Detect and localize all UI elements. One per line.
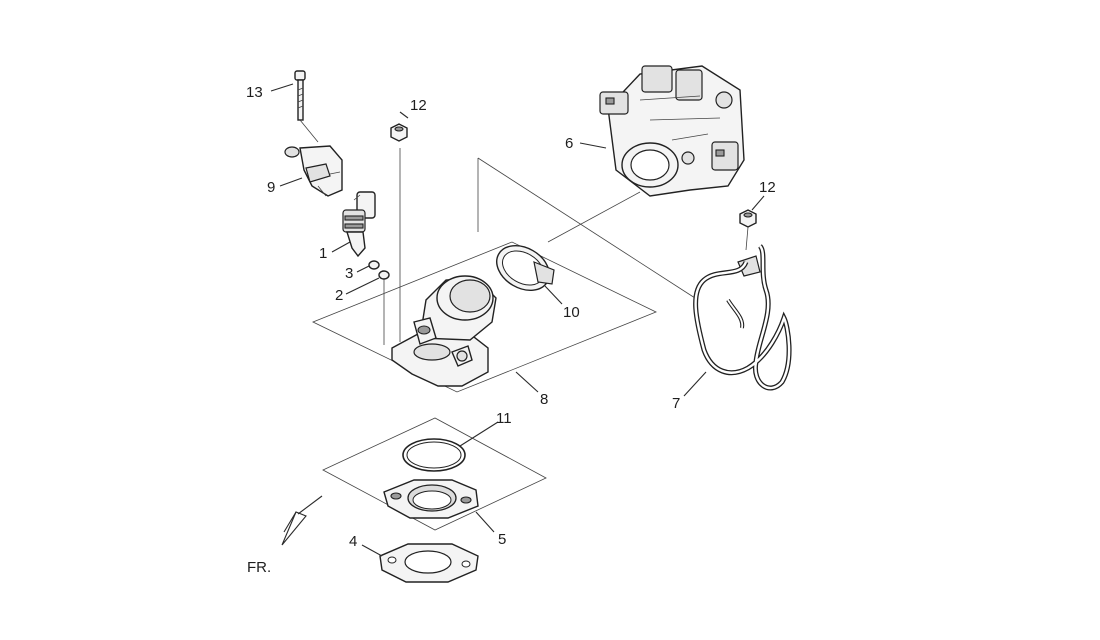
intake-manifold-8 bbox=[391, 275, 497, 387]
direction-label: FR. bbox=[247, 559, 271, 576]
callout-12-left: 12 bbox=[410, 97, 427, 114]
fuel-injector-1 bbox=[342, 191, 376, 258]
callout-11: 11 bbox=[496, 410, 512, 427]
vacuum-hose-7 bbox=[693, 244, 792, 391]
bolt-13 bbox=[294, 70, 319, 143]
leader-lines bbox=[270, 83, 765, 557]
gasket-4 bbox=[379, 543, 479, 583]
callout-4: 4 bbox=[349, 533, 357, 550]
callout-3: 3 bbox=[345, 265, 353, 282]
callout-5: 5 bbox=[498, 531, 506, 548]
nut-12-left bbox=[390, 123, 408, 142]
o-ring-2 bbox=[378, 270, 390, 280]
throttle-body-6 bbox=[599, 65, 745, 197]
callout-13: 13 bbox=[246, 84, 263, 101]
injector-holder-9 bbox=[284, 145, 343, 197]
callout-1: 1 bbox=[319, 245, 327, 262]
callout-8: 8 bbox=[540, 391, 548, 408]
callout-7: 7 bbox=[672, 395, 680, 412]
callout-10: 10 bbox=[563, 304, 580, 321]
o-ring-11 bbox=[402, 438, 466, 472]
callout-6: 6 bbox=[565, 135, 573, 152]
callout-12-right: 12 bbox=[759, 179, 776, 196]
front-direction-arrow bbox=[281, 495, 323, 546]
callout-2: 2 bbox=[335, 287, 343, 304]
hose-clamp-10 bbox=[496, 245, 555, 291]
callout-9: 9 bbox=[267, 179, 275, 196]
nut-12-right bbox=[739, 209, 757, 251]
leader-throttle-to-boot bbox=[547, 191, 641, 243]
o-ring-3 bbox=[368, 260, 380, 270]
insulator-5 bbox=[383, 479, 479, 519]
group-line-6a bbox=[477, 157, 696, 299]
